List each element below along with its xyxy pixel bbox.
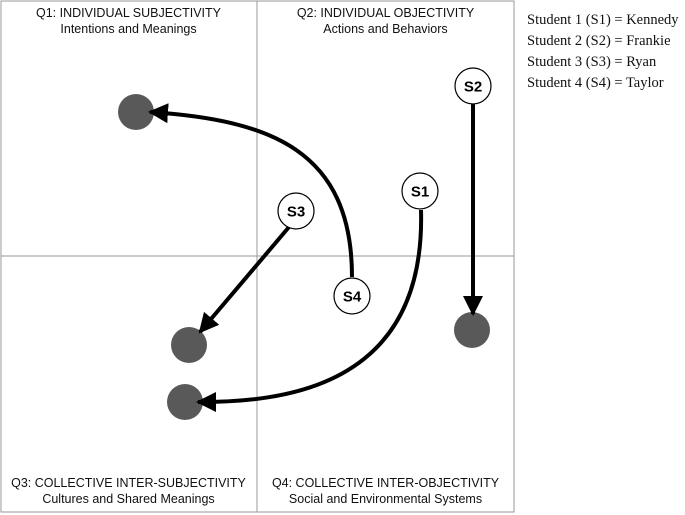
s4-arrow xyxy=(148,103,354,278)
legend-item-s4: Student 4 (S4) = Taylor xyxy=(527,75,664,91)
q1-label: Q1: INDIVIDUAL SUBJECTIVITY Intentions a… xyxy=(1,5,256,37)
legend-item-s1: Student 1 (S1) = Kennedy xyxy=(527,12,679,28)
q2-subtitle: Actions and Behaviors xyxy=(323,22,448,36)
svg-text:S3: S3 xyxy=(287,204,305,221)
student-node-s3: S3 xyxy=(277,192,315,230)
q3-label: Q3: COLLECTIVE INTER-SUBJECTIVITY Cultur… xyxy=(1,475,256,507)
legend-item-s2: Student 2 (S2) = Frankie xyxy=(527,33,671,49)
s2-endpoint xyxy=(454,312,490,348)
svg-text:S2: S2 xyxy=(464,79,482,96)
q2-title: Q2: INDIVIDUAL OBJECTIVITY xyxy=(296,6,475,20)
q4-title: Q4: COLLECTIVE INTER-OBJECTIVITY xyxy=(271,476,500,490)
legend-item-s3: Student 3 (S3) = Ryan xyxy=(527,54,657,70)
s4-endpoint xyxy=(118,94,154,130)
s3-arrow xyxy=(198,225,291,334)
s1-endpoint xyxy=(167,384,203,420)
student-node-s2: S2 xyxy=(454,67,492,105)
student-node-s4: S4 xyxy=(333,277,371,315)
q1-subtitle: Intentions and Meanings xyxy=(60,22,197,36)
q2-label: Q2: INDIVIDUAL OBJECTIVITY Actions and B… xyxy=(258,5,513,37)
q4-label: Q4: COLLECTIVE INTER-OBJECTIVITY Social … xyxy=(258,475,513,507)
q3-subtitle: Cultures and Shared Meanings xyxy=(42,492,215,506)
s3-endpoint xyxy=(171,327,207,363)
q1-title: Q1: INDIVIDUAL SUBJECTIVITY xyxy=(36,6,221,20)
student-node-s1: S1 xyxy=(401,172,439,210)
student-legend: Student 1 (S1) = Kennedy Student 2 (S2) … xyxy=(527,10,679,94)
q4-subtitle: Social and Environmental Systems xyxy=(288,492,483,506)
svg-text:S4: S4 xyxy=(343,289,362,306)
svg-text:S1: S1 xyxy=(411,184,429,201)
s1-arrow xyxy=(196,209,424,412)
q3-title: Q3: COLLECTIVE INTER-SUBJECTIVITY xyxy=(11,476,246,490)
